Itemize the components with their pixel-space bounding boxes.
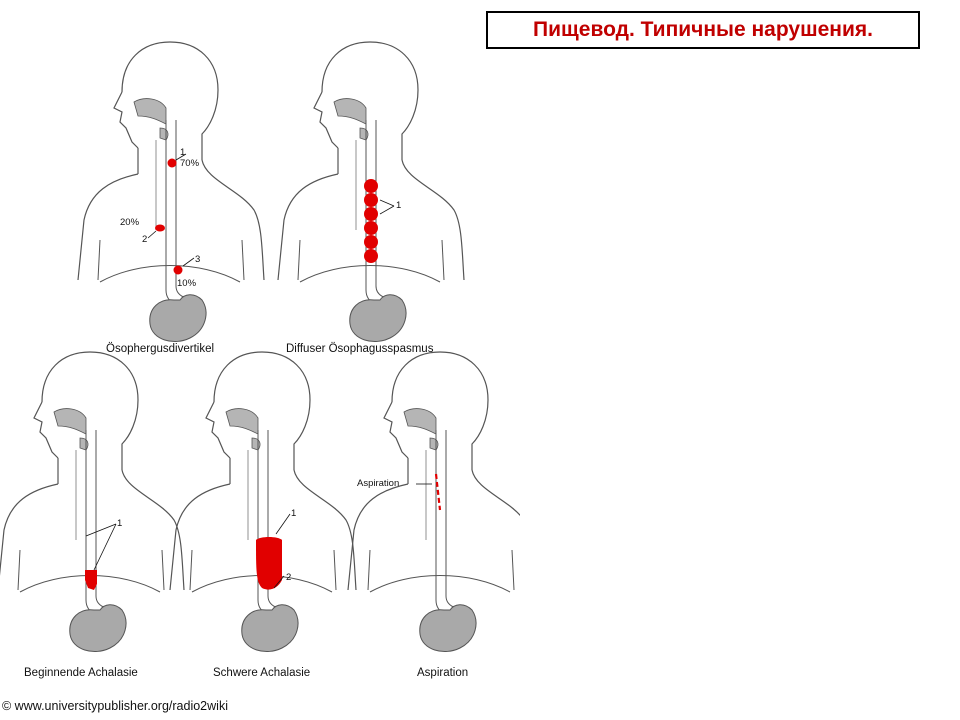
- panel-severe-achalasia: [169, 351, 357, 653]
- label-70-percent: 70%: [180, 158, 200, 169]
- label-2: 2: [286, 572, 292, 583]
- panel-diffuse-spasm: [277, 41, 465, 343]
- label-1: 1: [180, 147, 186, 158]
- diverticulum-lower: [173, 265, 183, 275]
- label-3: 3: [195, 254, 201, 265]
- diverticulum-middle: [155, 224, 165, 232]
- label-aspiration: Aspiration: [357, 478, 400, 489]
- label-1: 1: [291, 508, 297, 519]
- label-10-percent: 10%: [177, 278, 197, 289]
- panel-aspiration: [347, 351, 520, 653]
- diverticulum-upper: [167, 158, 177, 168]
- label-20-percent: 20%: [120, 217, 140, 228]
- spasm-segments: [364, 179, 378, 263]
- achalasia-severe-fill: [256, 537, 282, 590]
- caption-diffuse-spasm: Diffuser Ösophagusspasmus: [286, 343, 434, 355]
- panel-early-achalasia: [0, 351, 185, 653]
- slide-title: Пищевод. Типичные нарушения.: [486, 11, 920, 49]
- caption-early-achalasia: Beginnende Achalasie: [24, 667, 138, 679]
- panel-diverticulum: [77, 41, 265, 343]
- caption-severe-achalasia: Schwere Achalasie: [213, 667, 311, 679]
- caption-diverticulum: Ösophergusdivertikel: [106, 343, 215, 355]
- achalasia-early-fill: [85, 570, 97, 590]
- caption-aspiration: Aspiration: [417, 667, 469, 679]
- label-1: 1: [117, 518, 123, 529]
- label-1: 1: [396, 200, 402, 211]
- aspiration-trace: [434, 473, 442, 511]
- esophagus-disorders-figure: [0, 41, 520, 653]
- copyright-notice: © www.universitypublisher.org/radio2wiki: [2, 699, 228, 713]
- label-2: 2: [142, 234, 148, 245]
